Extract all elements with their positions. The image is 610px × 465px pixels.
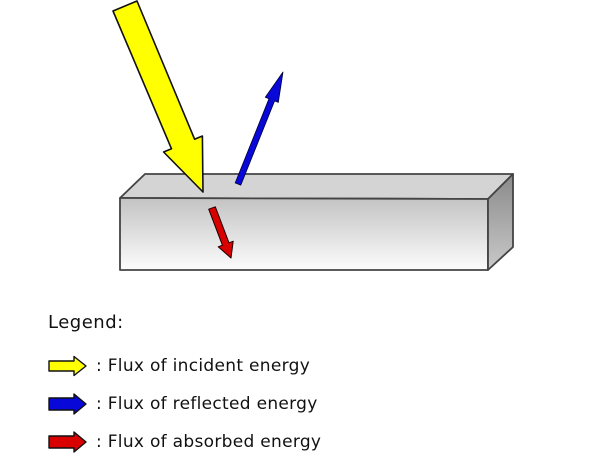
incident-arrow-icon bbox=[48, 355, 87, 377]
reflected-arrow-icon bbox=[48, 393, 87, 415]
legend-item-label: : Flux of reflected energy bbox=[96, 394, 318, 414]
absorbed-arrow-icon bbox=[48, 431, 87, 453]
absorbed-energy-arrow bbox=[208, 206, 234, 259]
legend: Legend: : Flux of incident energy : Flux… bbox=[48, 312, 321, 465]
slab-top-face bbox=[119, 173, 514, 200]
material-slab bbox=[119, 173, 514, 271]
slab-energy-diagram bbox=[112, 0, 514, 271]
reflected-energy-arrow bbox=[234, 71, 284, 186]
legend-item-absorbed: : Flux of absorbed energy bbox=[48, 431, 321, 453]
legend-title: Legend: bbox=[48, 312, 124, 333]
incident-energy-arrow bbox=[112, 0, 204, 193]
legend-item-label: : Flux of absorbed energy bbox=[96, 432, 322, 452]
slab-right-face bbox=[487, 173, 514, 271]
legend-item-reflected: : Flux of reflected energy bbox=[48, 393, 321, 415]
slab-front-face bbox=[119, 197, 489, 271]
legend-item-incident: : Flux of incident energy bbox=[48, 355, 321, 377]
legend-item-label: : Flux of incident energy bbox=[96, 356, 311, 376]
